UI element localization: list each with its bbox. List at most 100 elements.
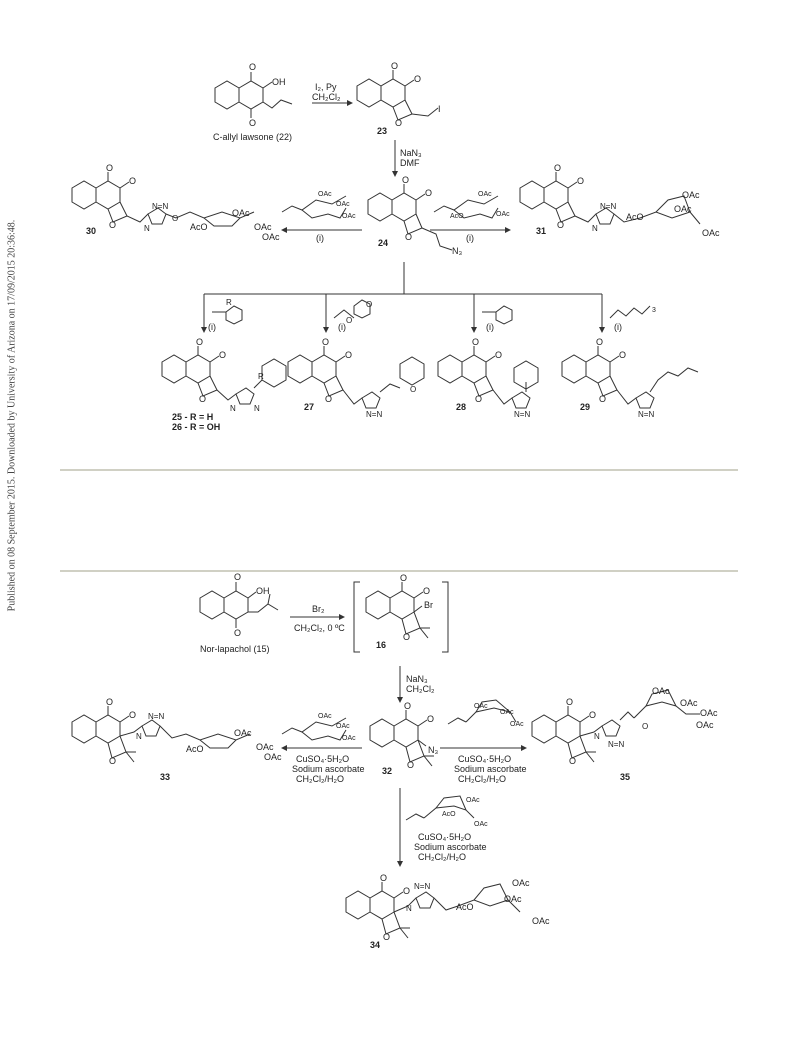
oac-label: OAc: [254, 222, 272, 232]
compound-24-label: 24: [378, 238, 389, 248]
cond-copper: CuSO₄·5H₂O: [296, 754, 350, 764]
oac-label: OAc: [682, 190, 700, 200]
oac-label: OAc: [700, 708, 718, 718]
o-atom: O: [410, 385, 417, 394]
o-atom: O: [322, 337, 330, 347]
triazole-nn: N=N: [600, 202, 617, 211]
cond-ascorbate: Sodium ascorbate: [292, 764, 365, 774]
oac-label: OAc: [532, 916, 550, 926]
reagent-iodo: I₂, Py: [315, 82, 337, 92]
o-atom: O: [495, 350, 503, 360]
aco-label: AcO: [456, 902, 474, 912]
alkyne-reagents: [212, 299, 651, 325]
compound-26-label: 26 - R = OH: [172, 422, 221, 432]
molecule-25-26: [161, 346, 287, 405]
oac-label: OAc: [474, 821, 488, 828]
cond-solvent: CH₂Cl₂/H₂O: [458, 774, 506, 784]
o-atom: O: [557, 220, 565, 230]
o-atom: O: [554, 163, 562, 173]
molecule-35: [531, 689, 700, 763]
aco-label: AcO: [190, 222, 208, 232]
molecule-29: [561, 346, 699, 409]
o-atom: O: [596, 337, 604, 347]
o-atom: O: [475, 394, 483, 404]
o-atom: O: [249, 62, 257, 72]
molecule-16: [353, 581, 449, 653]
o-atom: O: [404, 701, 412, 711]
bromine-atom: Br: [424, 600, 433, 610]
reagent-sugar-left: [281, 195, 347, 219]
o-atom: O: [642, 722, 649, 731]
o-atom: O: [129, 710, 137, 720]
oac-label: OAc: [262, 232, 280, 242]
n-atom: N: [230, 404, 236, 413]
o-atom: O: [414, 74, 422, 84]
cond-solvent: CH₂Cl₂/H₂O: [296, 774, 344, 784]
oac-label: OAc: [264, 752, 282, 762]
o-atom: O: [380, 873, 388, 883]
o-atom: O: [106, 697, 114, 707]
o-atom: O: [325, 394, 333, 404]
oac-label: OAc: [512, 878, 530, 888]
molecule-33: [71, 706, 251, 763]
condition-i: (i): [338, 322, 346, 332]
branch-lines: [201, 262, 605, 333]
triazole-nn: N=N: [638, 410, 655, 419]
reagent-sugar-s2-left: [281, 717, 347, 741]
oac-label: OAc: [674, 204, 692, 214]
o-atom: O: [403, 886, 411, 896]
molecule-34: [345, 882, 521, 939]
start-compound-label: C-allyl lawsone (22): [213, 132, 293, 142]
n-atom: N: [136, 732, 142, 741]
n-atom: N: [254, 404, 260, 413]
cond-solvent: CH₂Cl₂/H₂O: [418, 852, 466, 862]
o-atom: O: [345, 350, 353, 360]
oac-label: OAc: [496, 211, 510, 218]
reagent-azide-solvent-2: CH₂Cl₂: [406, 684, 435, 694]
molecule-15: [199, 582, 279, 628]
oh-atom: OH: [272, 77, 286, 87]
compound-25-label: 25 - R = H: [172, 412, 214, 422]
n-atom: N: [592, 224, 598, 233]
oac-label: OAc: [510, 721, 524, 728]
oac-label: OAc: [478, 191, 492, 198]
o-atom: O: [109, 220, 117, 230]
reagent-sugar-s2-right: [447, 699, 517, 725]
oac-label: OAc: [342, 735, 356, 742]
molecule-23: [356, 70, 439, 121]
cond-copper: CuSO₄·5H₂O: [418, 832, 472, 842]
oac-label: OAc: [500, 709, 514, 716]
o-atom: O: [400, 573, 408, 583]
oac-label: OAc: [336, 723, 350, 730]
condition-i: (i): [466, 233, 474, 243]
n-atom: N: [406, 904, 412, 913]
oac-label: OAc: [504, 894, 522, 904]
compound-32-label: 32: [382, 766, 393, 776]
oac-label: OAc: [256, 742, 274, 752]
triazole-nn: N=N: [608, 740, 625, 749]
reagent-azide: NaN₃: [400, 148, 422, 158]
o-atom: O: [577, 176, 585, 186]
triazole-nn: N=N: [366, 410, 383, 419]
o-atom: O: [402, 175, 410, 185]
o-atom: O: [405, 232, 413, 242]
compound-16-label: 16: [376, 640, 387, 650]
condition-i: (i): [614, 322, 622, 332]
o-atom: O: [403, 632, 411, 642]
divider-bottom: [60, 570, 738, 572]
o-atom: O: [569, 756, 577, 766]
compound-31-label: 31: [536, 226, 547, 236]
triazole-nn: N=N: [514, 410, 531, 419]
oac-label: OAc: [234, 728, 252, 738]
reagent-sugar-s2-down: [405, 795, 475, 821]
iodine-atom: I: [438, 104, 441, 114]
o-atom: O: [129, 176, 137, 186]
compound-29-label: 29: [580, 402, 591, 412]
o-atom: O: [619, 350, 627, 360]
reagent-iodo-solvent: CH₂Cl₂: [312, 92, 341, 102]
o-atom: O: [391, 61, 399, 71]
reagent-bromine-solvent: CH₂Cl₂, 0 ºC: [294, 623, 345, 633]
r-substituent: R: [226, 298, 232, 307]
o-atom: O: [234, 628, 242, 638]
